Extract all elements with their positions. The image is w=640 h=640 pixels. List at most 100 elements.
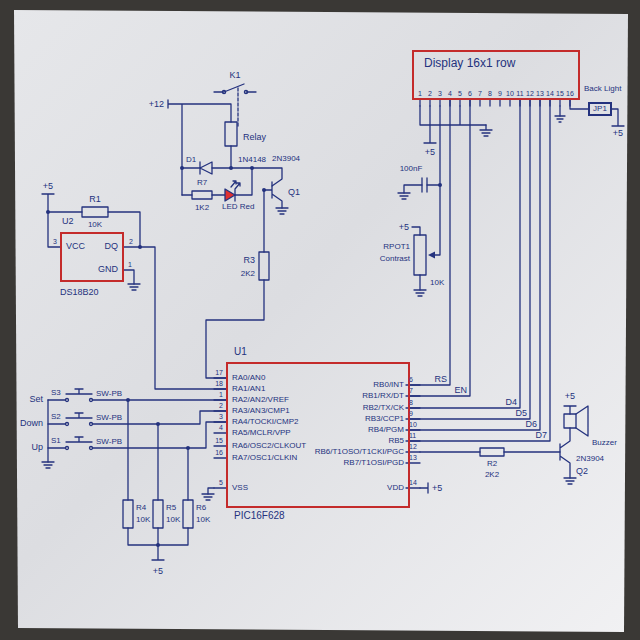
signal-name: EN (454, 386, 467, 395)
pin-number: 16 (215, 449, 223, 456)
pin-number: 14 (546, 90, 554, 97)
part-label: 2K2 (485, 471, 499, 479)
part-label: Relay (243, 133, 266, 142)
part-label: RPOT1 (383, 243, 410, 251)
part-label: 10K (88, 221, 102, 229)
wire (128, 400, 188, 560)
part-label: D1 (186, 156, 196, 164)
pin-number: 5 (219, 479, 223, 486)
pin-number: 6 (468, 90, 472, 97)
wire (42, 194, 140, 247)
lcd-display-box: Display 16x1 row (412, 50, 580, 100)
node-text: RA1/AN1 (232, 384, 265, 394)
ground-symbol (564, 478, 576, 484)
resistor-symbol (183, 500, 193, 528)
resistor-symbol (259, 252, 269, 280)
resistor-symbol (123, 500, 133, 528)
potentiometer-symbol (414, 235, 426, 275)
pin-number: 10 (506, 90, 514, 97)
node-text: RA4/TOCKI/CMP2 (232, 417, 299, 427)
pin-number: 3 (219, 413, 223, 420)
switch-symbol (66, 447, 69, 450)
part-label: 10K (196, 516, 210, 524)
pin-number: 3 (438, 90, 442, 97)
ground-symbol (414, 290, 426, 296)
pin-number: 1 (219, 391, 223, 398)
part-label: S2 (51, 413, 61, 421)
switch-symbol (66, 423, 69, 426)
node-text: RB7/T1OSI/PGD (344, 458, 404, 468)
wire (206, 190, 264, 378)
part-label: R1 (89, 195, 101, 204)
buzzer-symbol (564, 414, 576, 428)
part-label: R4 (136, 504, 146, 512)
part-label: R2 (487, 460, 497, 468)
ground-symbol (276, 208, 288, 214)
pin-number: 1 (418, 90, 422, 97)
node-text: VSS (232, 483, 248, 493)
switch-symbol (90, 423, 93, 426)
part-label: SW-PB (96, 438, 122, 446)
part-label: +5 (425, 148, 435, 157)
part-label: +12 (149, 100, 164, 109)
resistor-symbol (192, 191, 212, 199)
wiper-arrow (428, 252, 435, 259)
part-label: Q2 (576, 467, 588, 476)
node-text: RB4/PGM (368, 425, 404, 435)
resistor-symbol (480, 448, 504, 456)
relay-coil (225, 122, 237, 146)
pin-number: 11 (409, 432, 416, 439)
pin-number: 8 (409, 399, 413, 406)
node-text: JP1 (593, 104, 607, 114)
part-label: +5 (399, 223, 409, 232)
part-label: LED Red (222, 203, 254, 211)
ground-symbol (398, 193, 410, 199)
pin-number: 7 (409, 387, 413, 394)
node-text: DS18B20 (60, 287, 99, 298)
signal-wire (410, 100, 450, 385)
wire (564, 406, 576, 414)
wire (48, 399, 226, 400)
node-text: U2 (62, 216, 74, 227)
wire (48, 422, 226, 448)
switch-symbol (66, 413, 92, 418)
node-text: VCC (66, 241, 85, 252)
junction-dot (46, 210, 50, 214)
pin-number: 4 (448, 90, 452, 97)
part-label: 2N3904 (272, 155, 300, 163)
pin-number: 17 (215, 369, 223, 376)
junction-dot (186, 446, 190, 450)
microcontroller-box: U1RA0/AN0RA1/AN1RA2/AN2/VREFRA3/AN3/CMP1… (226, 362, 410, 508)
pin-number: 8 (488, 90, 492, 97)
pin-number: 16 (566, 90, 574, 97)
part-label: 100nF (400, 165, 423, 173)
resistor-symbol (153, 500, 163, 528)
part-label: S1 (51, 437, 61, 445)
ground-symbol (480, 125, 492, 136)
pin-number: 13 (536, 90, 544, 97)
wire (420, 483, 428, 493)
wire (124, 270, 134, 284)
node-text: RA6/OSC2/CLKOUT (232, 441, 306, 451)
part-label: R5 (166, 504, 176, 512)
pin-number: 6 (409, 376, 413, 383)
pin-number: 7 (478, 90, 482, 97)
pin-number: 9 (498, 90, 502, 97)
switch-symbol (66, 389, 92, 394)
part-label: Buzzer (592, 439, 617, 447)
sensor-box: U2VCCDQGNDDS18B20 (60, 232, 124, 282)
part-label: +5 (565, 392, 575, 401)
junction-dot (438, 183, 442, 187)
relay-contact (244, 90, 247, 93)
relay-contact (222, 90, 225, 93)
wire (47, 400, 48, 462)
wire (404, 106, 440, 255)
node-text: RA0/AN0 (232, 373, 265, 383)
signal-name: D7 (535, 431, 547, 440)
part-label: R6 (196, 504, 206, 512)
pin-number: 15 (556, 90, 564, 97)
resistor-symbol (82, 207, 108, 217)
led-symbol (231, 181, 240, 201)
